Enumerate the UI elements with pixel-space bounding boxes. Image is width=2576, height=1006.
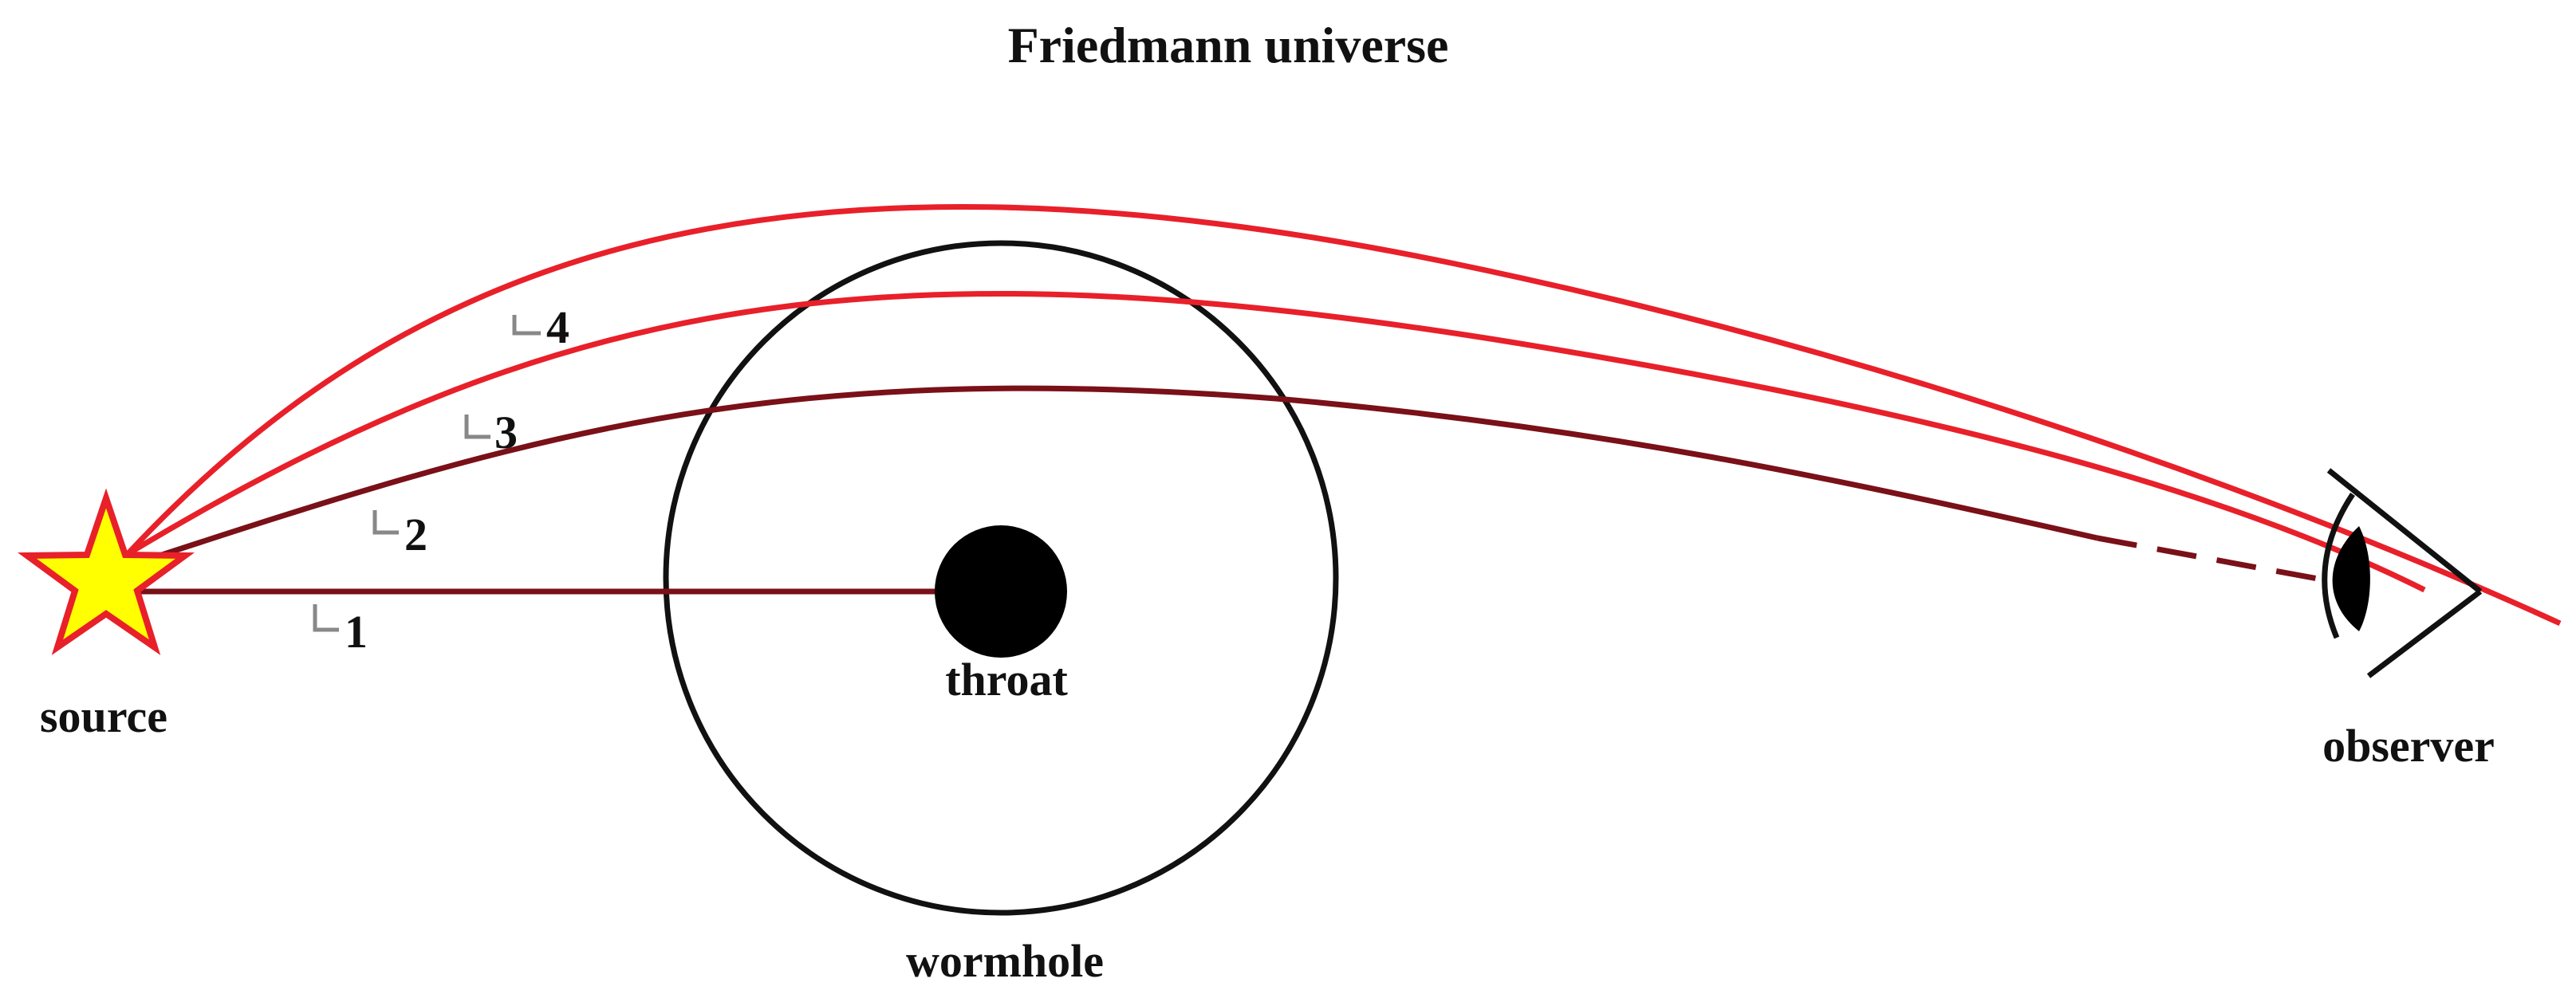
ray-3 [126,290,2426,593]
throat-label: throat [945,654,1068,705]
ray-1-label-group: 1 [313,604,368,658]
star-icon [17,488,195,655]
ray-2-dashed [2097,535,2357,589]
ray-2-label: 2 [404,509,427,560]
wormhole-circle [663,240,1339,916]
ray-3-label: 3 [494,407,518,458]
throat-disk [935,525,1067,658]
ray-4-label: 4 [546,301,569,353]
ray-4 [125,204,2562,627]
ray-4-label-group: 4 [512,301,569,353]
wormhole-label: wormhole [906,935,1104,987]
source-label: source [40,690,167,742]
ray-2-label-group: 2 [372,509,427,560]
ray-1-label: 1 [345,606,368,658]
diagram-title: Friedmann universe [1008,17,1449,73]
eye-icon [2322,468,2483,678]
ray-3-label-group: 3 [464,407,518,458]
observer-label: observer [2322,720,2495,772]
ray-2 [126,385,2098,569]
